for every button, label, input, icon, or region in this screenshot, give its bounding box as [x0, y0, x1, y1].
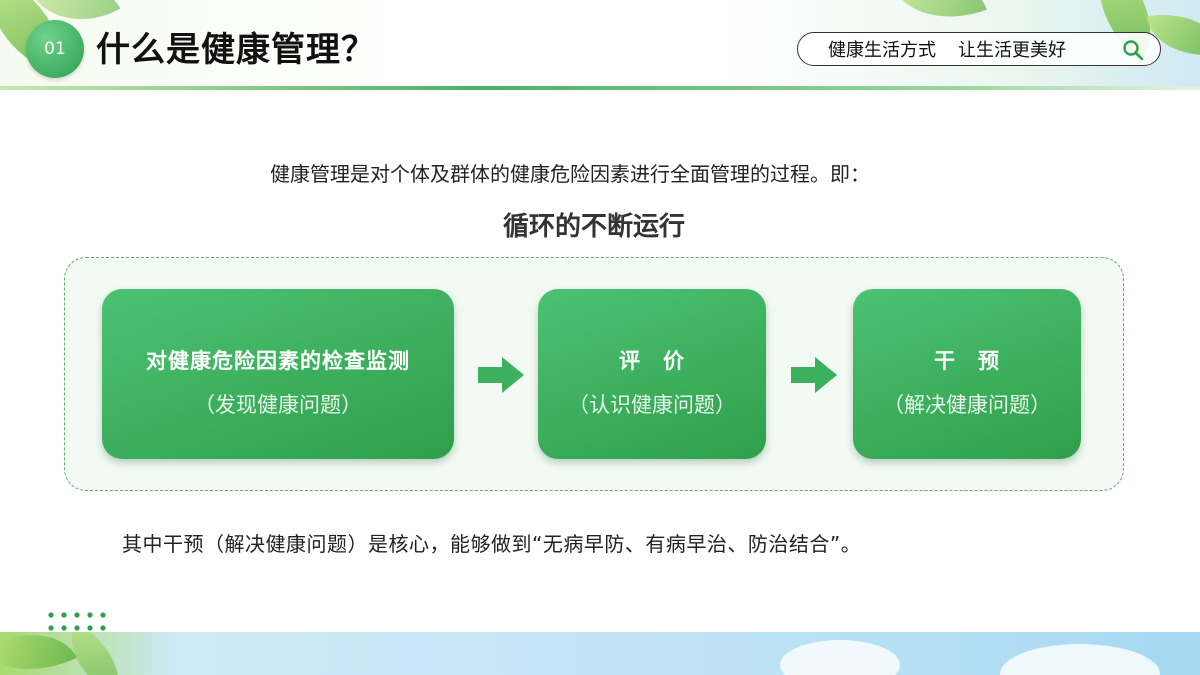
intro-text-row: 健康管理是对个体及群体的健康危险因素进行全面管理的过程。即：	[0, 158, 1200, 187]
slogan-part-1: 健康生活方式	[828, 40, 936, 61]
step-card-intervention: 干 预 （解决健康问题）	[853, 289, 1081, 459]
step-card-monitoring: 对健康危险因素的检查监测 （发现健康问题）	[102, 289, 454, 459]
step-card-evaluation: 评 价 （认识健康问题）	[538, 289, 766, 459]
search-icon[interactable]	[1122, 39, 1144, 61]
intro-text: 健康管理是对个体及群体的健康危险因素进行全面管理的过程。即：	[270, 162, 870, 186]
cloud-decoration	[780, 640, 900, 675]
conclusion-text: 其中干预（解决健康问题）是核心，能够做到“无病早防、有病早治、防治结合”。	[122, 532, 862, 556]
step-title: 对健康危险因素的检查监测	[146, 349, 410, 373]
step-subtitle: （发现健康问题）	[194, 393, 362, 417]
step-title: 评 价	[619, 349, 685, 373]
cycle-title: 循环的不断运行	[502, 212, 685, 242]
slogan-box: 健康生活方式 让生活更美好	[797, 32, 1161, 66]
step-title: 干 预	[934, 349, 1000, 373]
step-subtitle: （解决健康问题）	[883, 393, 1051, 417]
footer-banner	[0, 632, 1200, 675]
leaf-decoration	[0, 632, 77, 675]
step-subtitle: （认识健康问题）	[568, 393, 736, 417]
arrow-right-icon	[478, 357, 524, 393]
page-title: 什么是健康管理？	[96, 30, 376, 70]
cloud-decoration	[1000, 644, 1160, 675]
section-number-badge: 01	[26, 20, 84, 78]
header-divider	[0, 86, 1200, 90]
slogan-part-2: 让生活更美好	[958, 40, 1066, 61]
arrow-right-icon	[791, 357, 837, 393]
